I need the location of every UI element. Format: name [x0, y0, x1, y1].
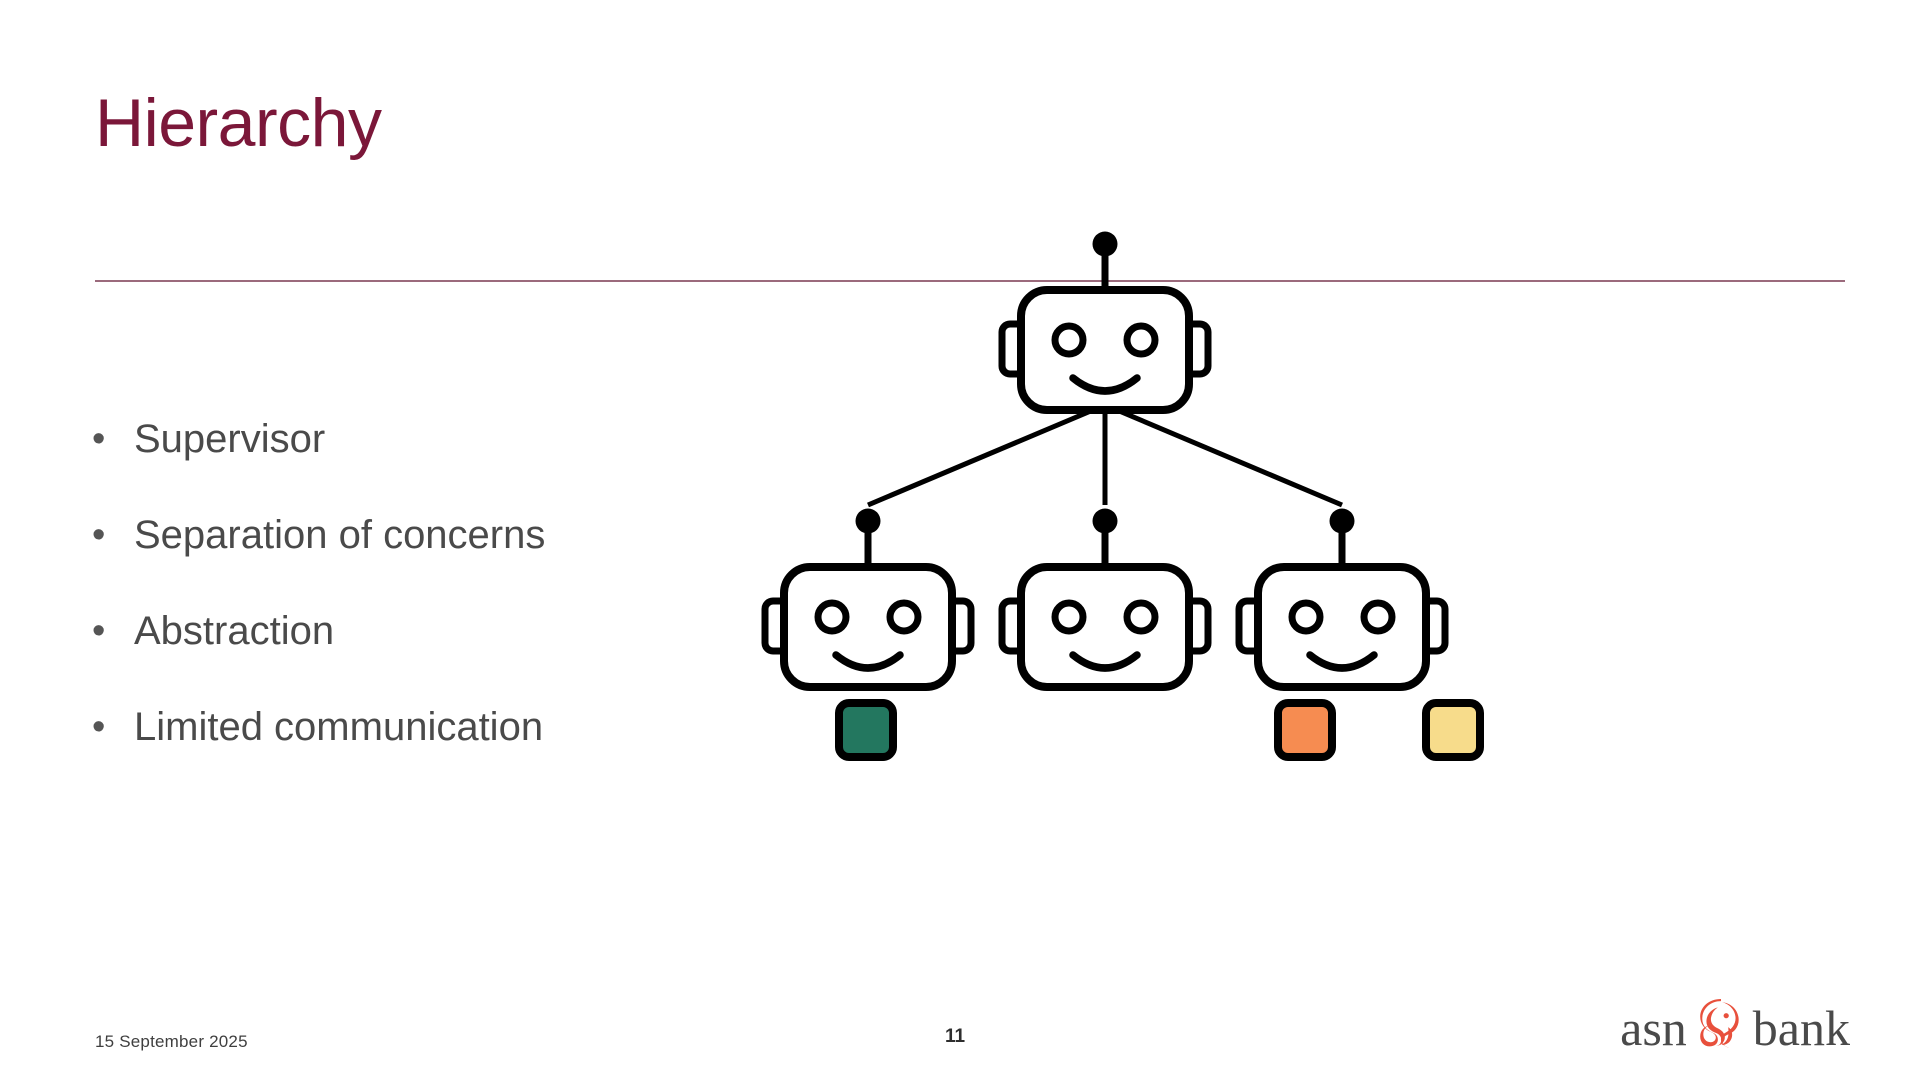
robot-icon-supervisor	[1002, 232, 1208, 411]
bullet-marker-icon: •	[92, 706, 106, 748]
tool-square-icon-green	[835, 699, 897, 761]
bullet-marker-icon: •	[92, 610, 106, 652]
brand-logo: asn bank	[1620, 998, 1850, 1056]
bullet-marker-icon: •	[92, 514, 106, 556]
bullet-list: • Supervisor • Separation of concerns • …	[92, 418, 872, 748]
tool-square-icon-orange	[1274, 699, 1336, 761]
page-number: 11	[945, 1026, 966, 1047]
robot-icon-worker-3	[1239, 509, 1445, 688]
logo-text-asn: asn	[1620, 1000, 1687, 1056]
list-item-label: Supervisor	[134, 417, 326, 461]
hierarchy-diagram	[930, 290, 1570, 910]
connector-line-right	[1104, 402, 1343, 508]
robot-icon-worker-2	[1002, 509, 1208, 688]
bullet-marker-icon: •	[92, 418, 106, 460]
logo-text-bank: bank	[1752, 1000, 1850, 1056]
list-item: • Supervisor	[92, 418, 872, 460]
title-divider	[95, 280, 1845, 282]
list-item: • Separation of concerns	[92, 514, 872, 556]
footer-date: 15 September 2025	[95, 1032, 248, 1051]
tool-square-icon-yellow	[1422, 699, 1484, 761]
list-item: • Limited communication	[92, 706, 872, 748]
page-title: Hierarchy	[95, 85, 382, 161]
list-item-label: Abstraction	[134, 609, 335, 653]
connector-line-left	[867, 402, 1106, 508]
asn-squirrel-icon	[1695, 998, 1747, 1050]
list-item-label: Separation of concerns	[134, 513, 546, 557]
list-item: • Abstraction	[92, 610, 872, 652]
list-item-label: Limited communication	[134, 705, 544, 749]
